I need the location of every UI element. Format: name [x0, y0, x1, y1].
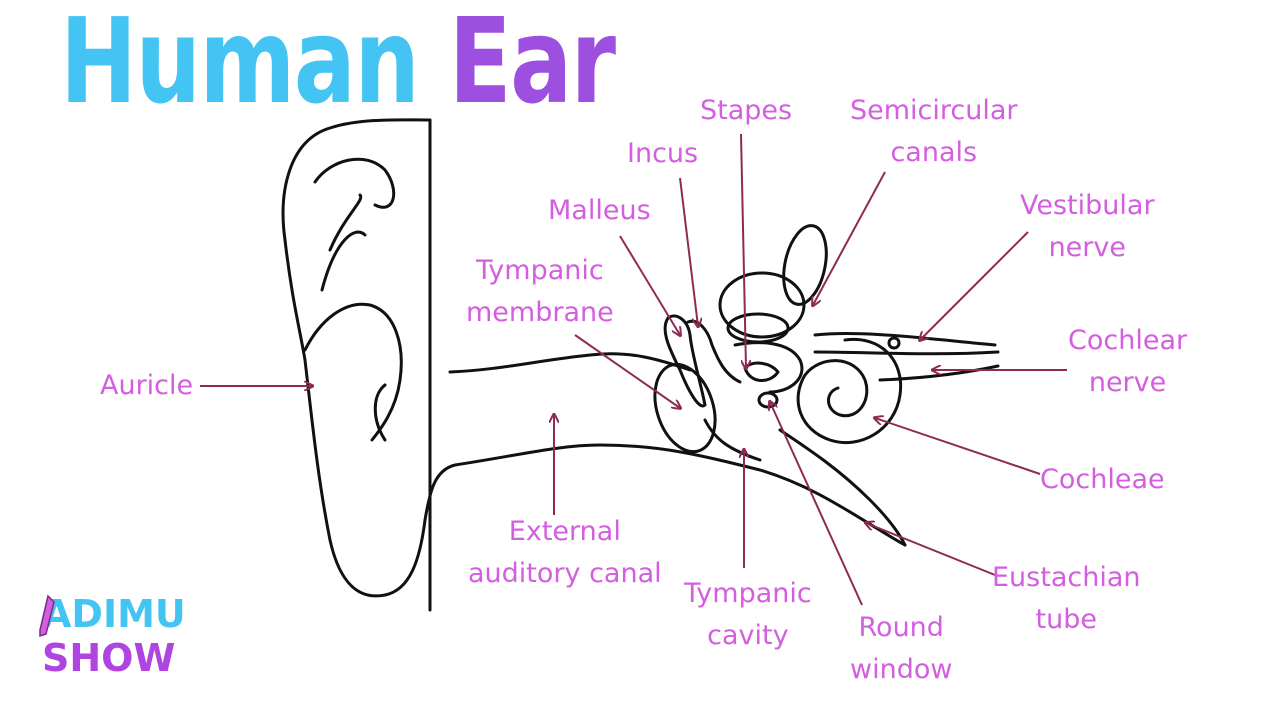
- concha: [303, 302, 403, 442]
- eustachian-upper: [778, 428, 907, 547]
- label-tympanic-cavity: Tympanic cavity: [684, 578, 812, 651]
- title-word-human: Human: [60, 0, 420, 130]
- cochlea-spiral: [796, 337, 903, 445]
- label-vestibular-nerve: Vestibular nerve: [1020, 190, 1155, 263]
- tragus: [373, 383, 387, 442]
- label-semicircular-canals: Semicircular canals: [850, 95, 1018, 168]
- logo-line2: SHOW: [42, 636, 176, 680]
- label-cochleae: Cochleae: [1040, 464, 1165, 495]
- nerve-upper: [813, 331, 997, 347]
- title-word-ear: Ear: [448, 0, 616, 130]
- stapes-shape: [743, 361, 780, 382]
- pencil-icon: [39, 594, 55, 638]
- canal-upper: [448, 352, 692, 374]
- semicircular-canal-top: [782, 224, 828, 306]
- arrow-eustachian-tube: [866, 523, 996, 576]
- round-window-shape: [757, 391, 779, 409]
- malleus-shape: [663, 314, 707, 408]
- vestibule: [733, 341, 804, 394]
- logo-line1: ADIMU: [42, 592, 186, 636]
- auricle-inner-fold: [313, 157, 396, 209]
- label-incus: Incus: [627, 138, 699, 169]
- label-tympanic-membrane: Tympanic membrane: [466, 255, 614, 328]
- arrow-round-window: [770, 402, 863, 606]
- arrow-malleus: [619, 235, 680, 335]
- arrow-stapes: [740, 133, 746, 368]
- arrow-cochleae: [875, 418, 1041, 475]
- label-external-auditory-canal: External auditory canal: [468, 516, 662, 589]
- vestibular-ganglion: [887, 336, 901, 350]
- label-cochlear-nerve: Cochlear nerve: [1068, 325, 1188, 398]
- tympanic-membrane-shape: [653, 362, 717, 454]
- nerve-bottom: [878, 364, 1000, 382]
- antihelix: [320, 193, 367, 292]
- arrow-vestibular-nerve: [920, 231, 1029, 340]
- arrow-tympanic-membrane: [574, 334, 680, 408]
- label-eustachian-tube: Eustachian tube: [992, 562, 1141, 635]
- page-title: Human Ear: [60, 2, 616, 120]
- label-auricle: Auricle: [100, 370, 194, 401]
- auricle-outline: [281, 118, 907, 598]
- nerve-lower: [813, 350, 1000, 356]
- arrow-incus: [679, 177, 698, 326]
- brand-logo: ADIMU SHOW: [39, 592, 186, 680]
- tympanic-cavity-wall: [703, 418, 762, 462]
- semicircular-canal-left: [718, 271, 806, 339]
- label-stapes: Stapes: [700, 95, 793, 126]
- arrow-semicircular-canals: [813, 171, 886, 305]
- label-malleus: Malleus: [548, 195, 651, 226]
- label-round-window: Round window: [850, 612, 953, 685]
